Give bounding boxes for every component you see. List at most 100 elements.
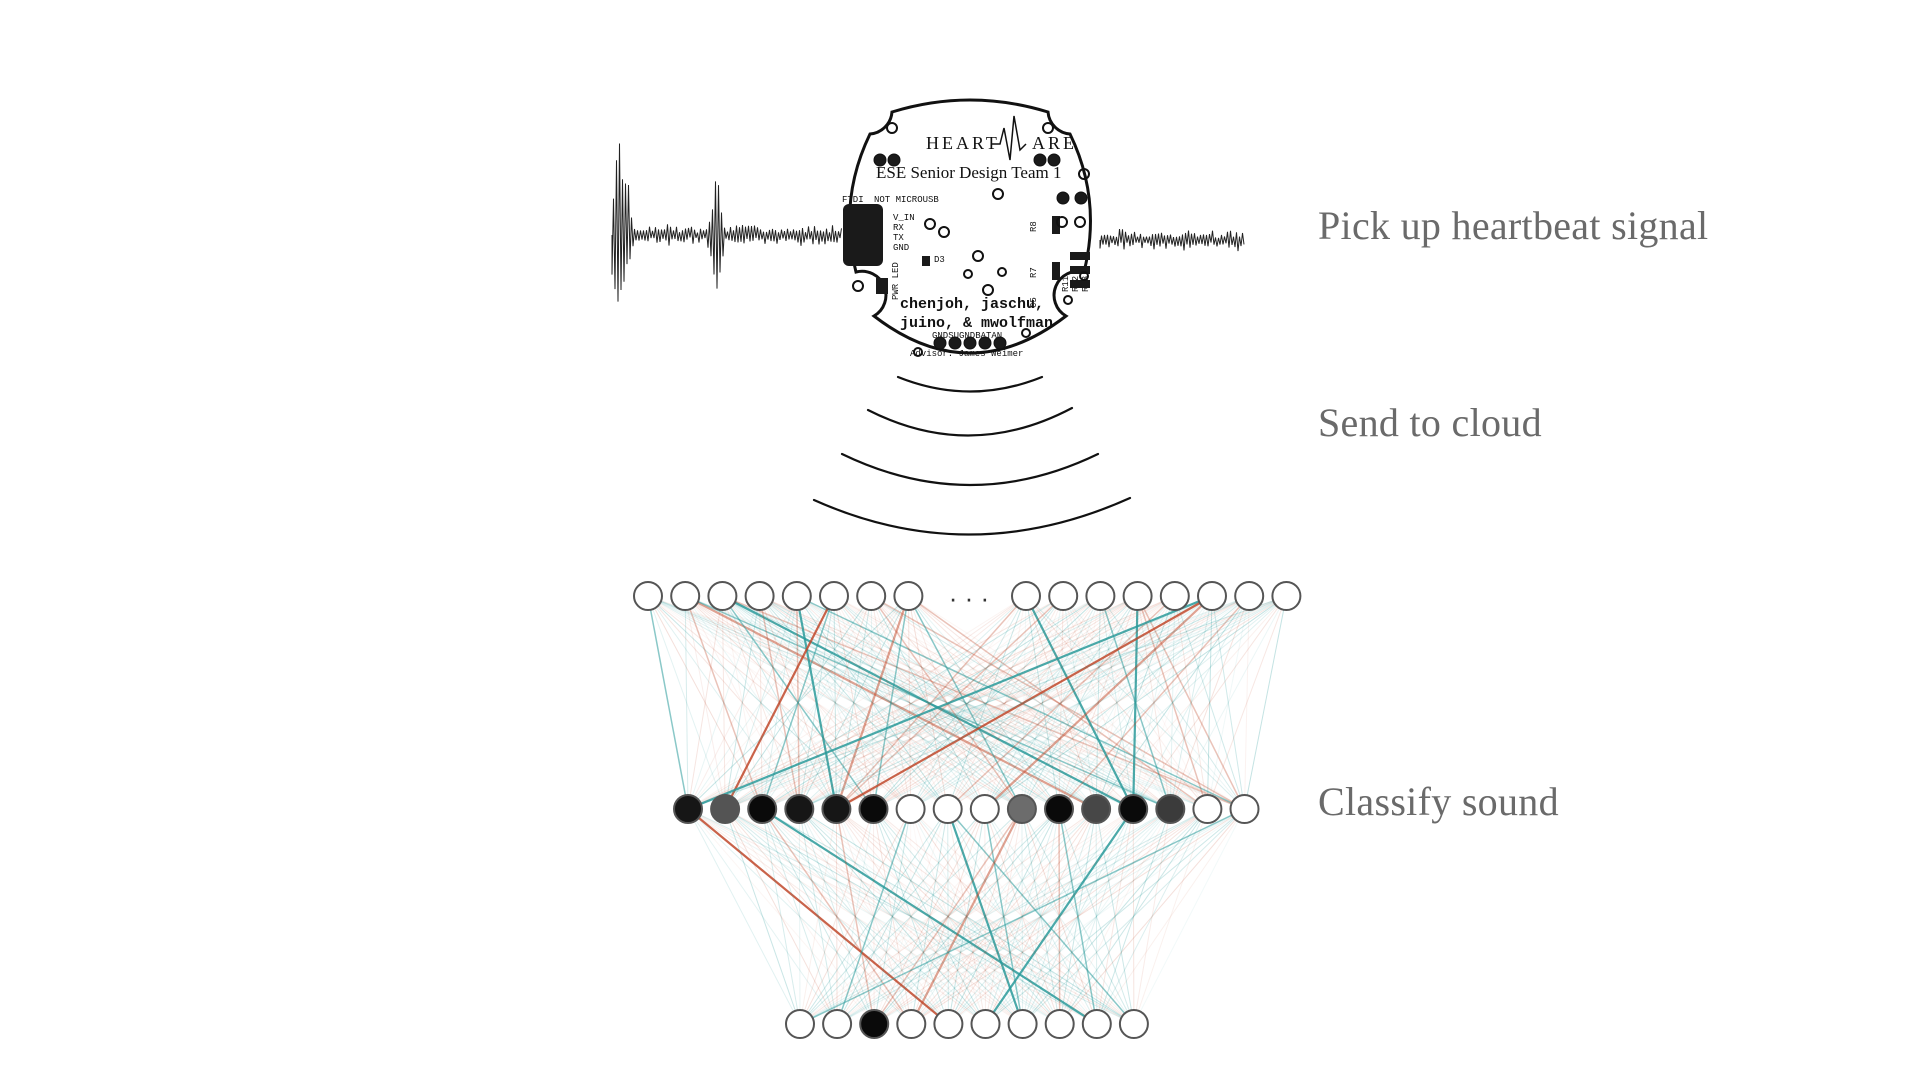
network-edge <box>1206 595 1250 810</box>
names-line-1: chenjoh, jaschu, <box>900 296 1044 313</box>
network-edge <box>910 808 1097 1025</box>
hole-8 <box>972 250 984 262</box>
wireless-signal-icon <box>812 375 1132 536</box>
output-layer-node <box>822 1009 853 1039</box>
hidden-layer-node <box>1044 794 1074 824</box>
network-edge <box>1021 595 1101 810</box>
network-edge <box>761 808 801 1025</box>
network-edge <box>1099 595 1208 810</box>
network-edge <box>684 595 837 810</box>
network-edge <box>761 595 1250 810</box>
network-edge <box>835 808 875 1025</box>
network-edge <box>759 595 949 810</box>
input-layer-node <box>707 581 738 611</box>
network-edge <box>1062 595 1097 810</box>
network-edge <box>1062 595 1245 810</box>
heartware-device-board: HEART ARE ESE Senior Design Team 1 FTDI … <box>842 98 1092 359</box>
network-edge <box>687 595 1176 810</box>
network-edge <box>1025 595 1060 810</box>
input-layer-node <box>1048 581 1079 611</box>
network-edge <box>833 595 874 810</box>
output-layer-node <box>859 1009 890 1039</box>
network-edge <box>836 595 1287 810</box>
pad-tr-1 <box>1033 153 1047 167</box>
network-edge <box>687 595 798 810</box>
network-edge <box>1021 808 1061 1025</box>
hole-2 <box>1042 122 1054 134</box>
chip-mid <box>1052 262 1060 280</box>
network-edge <box>1169 595 1213 810</box>
pin-gndsugndbatan: GNDSUGNDBATAN <box>932 331 1002 341</box>
network-edge <box>1132 595 1287 810</box>
signal-arc-4 <box>812 496 1132 536</box>
network-edge <box>947 808 1135 1025</box>
network-edge <box>1133 808 1171 1025</box>
hole-1 <box>886 122 898 134</box>
hidden-layer-node <box>784 794 815 824</box>
network-edge <box>836 808 1245 1025</box>
network-edge <box>907 595 1208 810</box>
network-edge <box>761 808 838 1025</box>
network-edge <box>724 595 1138 810</box>
network-edge <box>984 595 1250 810</box>
hole-7 <box>938 226 950 238</box>
network-edge <box>873 808 1245 1025</box>
network-edge <box>1244 595 1250 810</box>
network-edge <box>799 808 874 1025</box>
output-layer-node <box>896 1009 927 1039</box>
network-edge <box>948 808 1245 1025</box>
hole-17 <box>1063 295 1073 305</box>
network-edge <box>724 595 872 810</box>
network-edge <box>798 808 838 1025</box>
network-edge <box>870 595 949 810</box>
network-edge <box>796 595 1245 810</box>
network-edge <box>1132 595 1213 810</box>
network-edge <box>687 808 1023 1025</box>
network-edge <box>910 595 1176 810</box>
output-layer-node <box>933 1009 964 1039</box>
network-edge <box>984 808 1135 1025</box>
network-edge <box>647 595 1023 810</box>
network-edge <box>684 595 763 810</box>
network-edge <box>1132 595 1139 810</box>
pad-b-2 <box>948 336 962 350</box>
chip-right-3 <box>1070 280 1090 288</box>
step-label-pick-up-signal: Pick up heartbeat signal <box>1318 203 1709 248</box>
pad-tl-2 <box>887 153 901 167</box>
network-edge <box>910 808 912 1025</box>
network-edge <box>910 595 1213 810</box>
network-edge <box>910 595 1027 810</box>
network-nodes <box>633 581 1302 1039</box>
pad-r-1 <box>1056 191 1070 205</box>
network-edge <box>724 808 912 1025</box>
network-edge <box>761 595 1027 810</box>
mount-holes <box>852 122 1090 357</box>
input-layer-node <box>781 581 812 611</box>
network-edge <box>947 595 1250 810</box>
heartbeat-logo-icon <box>992 115 1027 161</box>
network-edge <box>1095 595 1176 810</box>
network-edge <box>836 595 1101 810</box>
d3-component <box>922 256 930 266</box>
network-edge <box>647 595 1060 810</box>
input-layer-node <box>633 581 663 611</box>
network-edge <box>687 595 761 810</box>
network-edge <box>908 595 1134 810</box>
network-edge <box>762 595 1287 810</box>
network-edge <box>798 808 1023 1025</box>
pad-b-1 <box>933 336 947 350</box>
input-layer-node <box>744 581 775 611</box>
network-edge <box>910 808 1171 1025</box>
network-edge <box>873 808 1134 1025</box>
network-edge <box>724 595 761 810</box>
hidden-layer-node <box>1081 794 1112 824</box>
hidden-layer-node <box>1192 794 1223 824</box>
network-edge <box>687 808 986 1025</box>
network-edge <box>687 808 1135 1025</box>
network-edge <box>1095 595 1250 810</box>
network-edge <box>647 595 874 810</box>
network-edge <box>870 595 1171 810</box>
heartbeat-waveform <box>611 143 1245 302</box>
network-edge <box>647 595 1171 810</box>
